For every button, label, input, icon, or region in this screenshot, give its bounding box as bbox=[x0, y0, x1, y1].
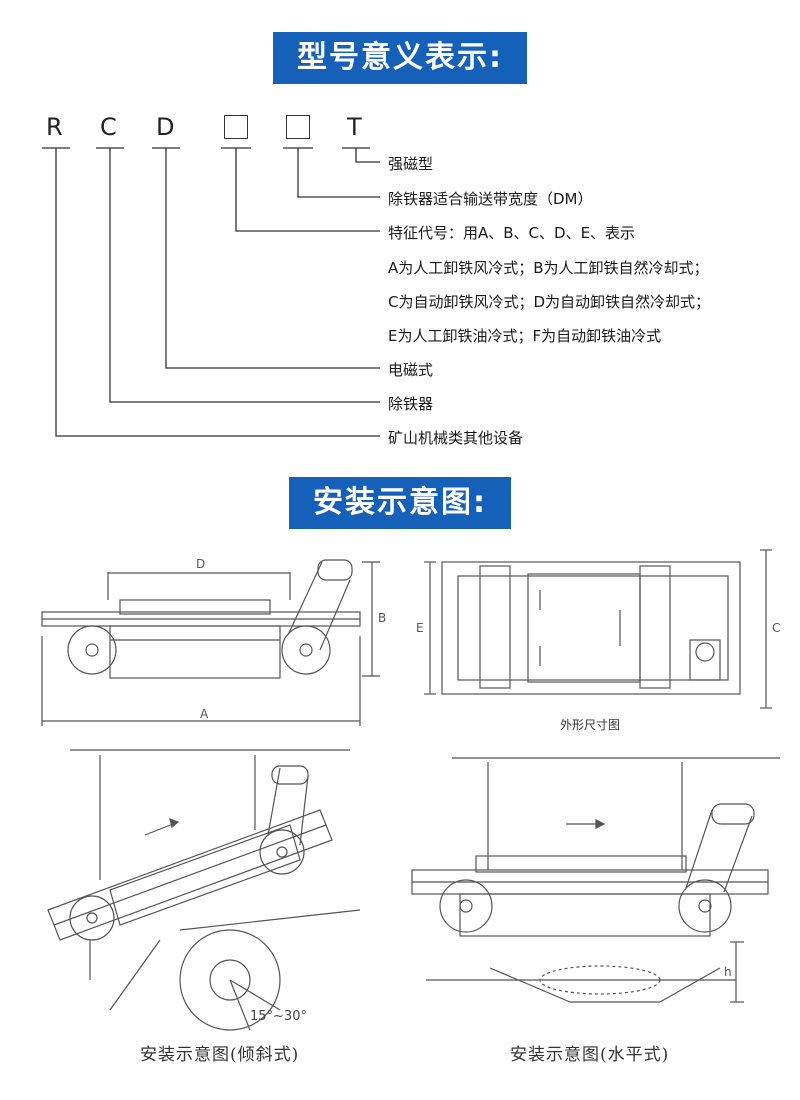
desc-belt-width: 除铁器适合输送带宽度（DM） bbox=[388, 190, 593, 208]
desc-feature-ab: A为人工卸铁风冷式；B为人工卸铁自然冷却式； bbox=[388, 259, 709, 277]
dim-label-h: h bbox=[724, 965, 732, 979]
desc-feature-cd: C为自动卸铁风冷式；D为自动卸铁自然冷却式； bbox=[388, 293, 711, 311]
incline-install-drawing bbox=[47, 749, 361, 1031]
code-letter-d: D bbox=[156, 113, 175, 141]
dim-label-e: E bbox=[416, 621, 424, 635]
section-title-model: 型号意义表示: bbox=[273, 32, 527, 84]
desc-mining-machinery: 矿山机械类其他设备 bbox=[388, 429, 524, 447]
code-letter-c: C bbox=[100, 113, 117, 141]
desc-feature-ef: E为人工卸铁油冷式；F为自动卸铁油冷式 bbox=[388, 327, 662, 345]
dim-label-a: A bbox=[200, 707, 209, 721]
code-letter-r: R bbox=[46, 113, 63, 141]
caption-level-install: 安装示意图(水平式) bbox=[510, 1045, 670, 1065]
model-leader-lines bbox=[42, 147, 380, 437]
code-box-feature bbox=[224, 115, 248, 139]
desc-electromagnetic: 电磁式 bbox=[388, 361, 434, 379]
desc-strong-magnetic: 强磁型 bbox=[388, 155, 434, 173]
desc-iron-remover: 除铁器 bbox=[388, 395, 434, 413]
dim-label-d: D bbox=[196, 557, 205, 571]
plan-view-drawing bbox=[424, 549, 772, 709]
caption-outline-dimensions: 外形尺寸图 bbox=[560, 718, 621, 732]
caption-incline-install: 安装示意图(倾斜式) bbox=[140, 1045, 300, 1065]
side-view-drawing bbox=[41, 559, 380, 726]
dim-label-b: B bbox=[378, 611, 386, 625]
level-install-drawing bbox=[411, 757, 780, 1003]
install-drawings: D A B E C h 15°~30° bbox=[41, 549, 780, 1031]
angle-label: 15°~30° bbox=[250, 1009, 307, 1024]
section-title-install: 安装示意图: bbox=[289, 477, 511, 529]
desc-feature-code: 特征代号：用A、B、C、D、E、表示 bbox=[388, 224, 636, 242]
code-letter-t: T bbox=[347, 113, 362, 141]
dim-label-c: C bbox=[772, 621, 780, 635]
code-box-width bbox=[286, 115, 310, 139]
